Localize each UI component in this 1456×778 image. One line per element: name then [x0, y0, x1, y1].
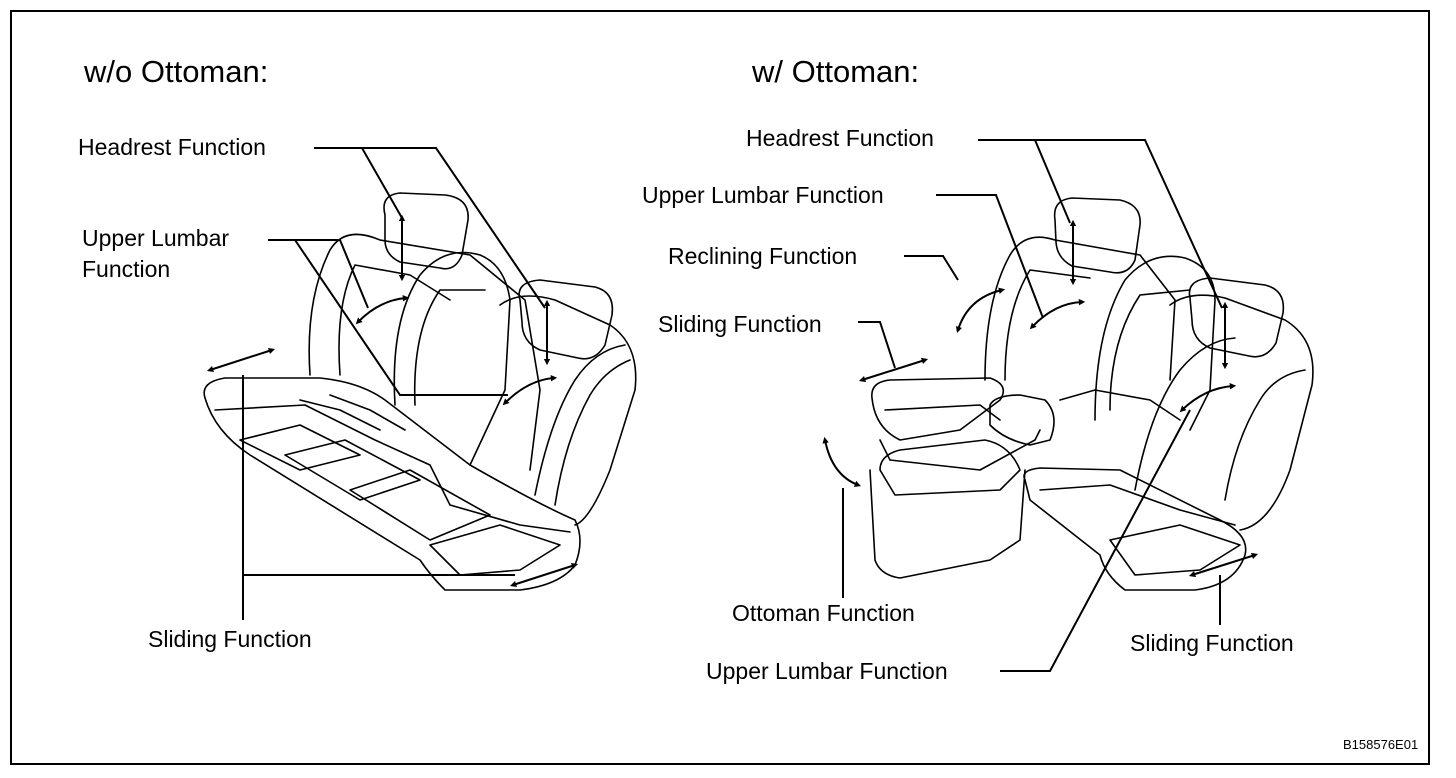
right-ottoman-label: Ottoman Function — [732, 600, 915, 626]
right-sliding-left-label: Sliding Function — [658, 311, 822, 337]
diagram-frame — [10, 10, 1430, 765]
figure-code: B158576E01 — [1343, 737, 1419, 752]
right-panel-heading: w/ Ottoman: — [752, 54, 920, 89]
ottoman-seat-drawing — [822, 197, 1314, 591]
right-headrest-label: Headrest Function — [746, 125, 934, 151]
left-panel-heading: w/o Ottoman: — [84, 54, 269, 89]
bench-seat-drawing — [203, 192, 637, 591]
right-sliding-right-label: Sliding Function — [1130, 630, 1294, 656]
left-upper-lumbar-label-line2: Function — [82, 256, 171, 282]
right-upper-lumbar-bottom-label: Upper Lumbar Function — [706, 658, 948, 684]
left-leader-lines — [242, 147, 546, 620]
right-leader-lines — [842, 139, 1223, 672]
right-reclining-label: Reclining Function — [668, 243, 858, 269]
left-headrest-label: Headrest Function — [78, 134, 266, 160]
left-upper-lumbar-label-line1: Upper Lumbar — [82, 225, 230, 251]
left-sliding-label: Sliding Function — [148, 626, 312, 652]
right-upper-lumbar-top-label: Upper Lumbar Function — [642, 182, 884, 208]
